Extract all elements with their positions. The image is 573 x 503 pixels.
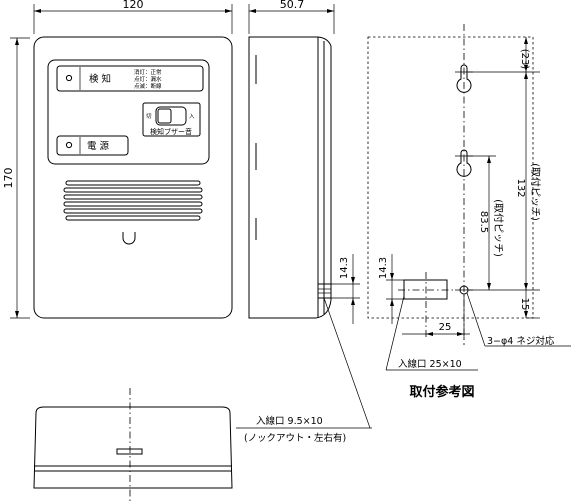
detect-led-icon (65, 74, 73, 82)
power-panel (56, 135, 129, 156)
bottom-inlet-note: (ノックアウト・左右有) (244, 432, 346, 444)
side-view: 50.7 14.3 (248, 0, 371, 429)
mount-title: 取付参考図 (409, 384, 474, 400)
mount-bottom-dim: 15 (519, 298, 530, 311)
front-latch (122, 232, 136, 245)
front-view: 120 170 検 知 消灯：正常 点灯：漏水 点滅：断線 切 入 検知ブザー音… (2, 0, 233, 319)
mount-inlet-height-dim: 14.3 (378, 257, 389, 279)
switch-on-label: 入 (189, 114, 195, 120)
side-inlet (317, 283, 332, 299)
speaker-grille (63, 180, 203, 221)
bottom-latch (116, 448, 143, 455)
status-line-1: 消灯：正常 (134, 68, 162, 76)
side-body (248, 36, 332, 319)
side-depth-dim: 50.7 (280, 0, 305, 11)
power-led-icon (65, 141, 73, 149)
front-width-dim: 120 (123, 0, 144, 11)
bottom-inlet-label: 入線口 9.5×10 (256, 415, 323, 427)
switch-off-label: 切 (146, 113, 152, 120)
buzzer-label: 検知ブザー音 (150, 127, 192, 136)
mount-top-offset-dim: (23) (519, 49, 530, 70)
detect-label: 検 知 (89, 73, 111, 85)
status-line-3: 点滅：断線 (134, 82, 162, 90)
front-height-dim: 170 (2, 168, 15, 189)
front-body (33, 36, 233, 319)
display-panel (47, 59, 210, 165)
buzzer-switch[interactable] (155, 106, 187, 126)
mount-total-pitch-dim: 132 (515, 178, 526, 197)
status-line-2: 点灯：漏水 (134, 75, 162, 83)
mount-inlet-label: 入線口 25×10 (398, 358, 462, 370)
mount-pitch-label: (取付ピッチ) (492, 199, 505, 257)
power-label: 電 源 (87, 141, 110, 152)
mount-pitch-dim: 83.5 (478, 211, 489, 233)
mount-horizontal-dim: 25 (439, 322, 452, 333)
side-inlet-dim: 14.3 (339, 257, 350, 279)
bottom-body (33, 406, 233, 489)
mounting-outline (367, 36, 534, 319)
buzzer-switch-knob (157, 108, 172, 124)
buzzer-switch-box (142, 102, 201, 137)
detect-panel (56, 65, 204, 92)
bottom-view: 入線口 9.5×10 (ノックアウト・左右有) (33, 388, 372, 503)
mount-inlet (403, 279, 448, 300)
mount-total-pitch-label: (取付ピッチ) (529, 163, 542, 221)
screw-label: 3−φ4 ネジ対応 (487, 335, 555, 347)
mounting-view: (23) 132 (取付ピッチ) 83.5 (取付ピッチ) 15 14.3 25 (367, 24, 571, 400)
